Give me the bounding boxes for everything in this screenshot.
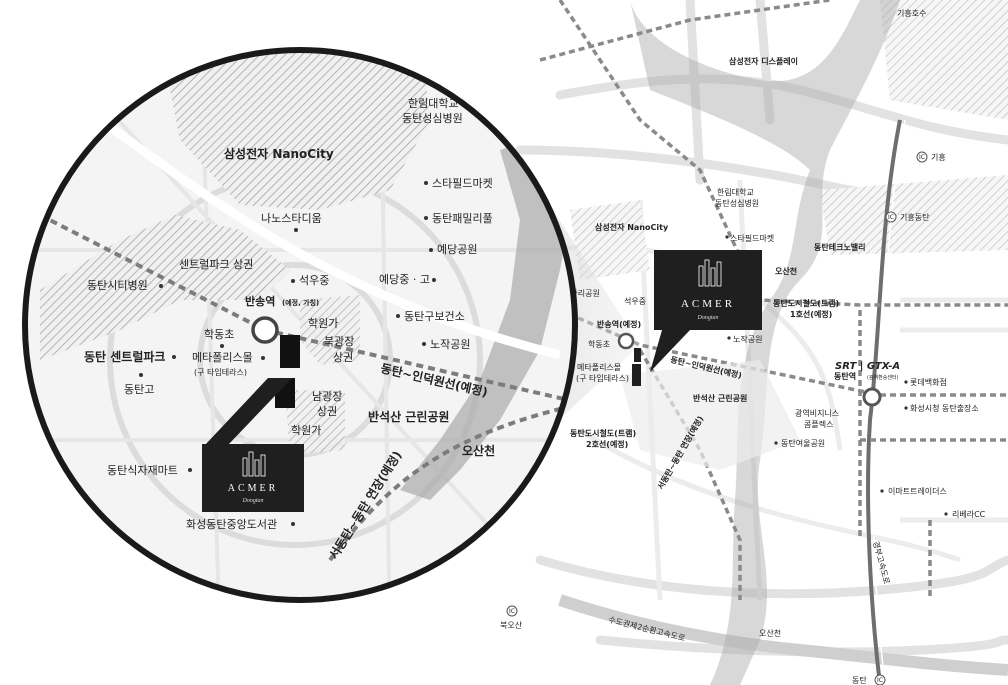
label-lotte: 롯데백화점 — [910, 377, 947, 387]
overview-acmer-name: ACMER — [681, 298, 735, 310]
zoom-label-yedang-park: 예당공원 — [437, 243, 477, 256]
label-ic-giheung: 기흥 — [931, 152, 946, 162]
acmer-script: Dongtan — [242, 498, 264, 504]
label-overview-metapolis-1: 메타폴리스몰 — [577, 363, 621, 372]
zoom-label-central-park: 동탄 센트럴파크 — [84, 349, 165, 364]
label-hallym-1: 한림대학교 — [717, 187, 754, 197]
zoom-namgwangjang-zone — [285, 390, 345, 455]
label-starfield: 스타필드마켓 — [730, 233, 774, 243]
zoom-samsung-zone — [160, 50, 430, 210]
bansong-station-marker — [251, 316, 279, 344]
zoom-label-nanostadium: 나노스타디움 — [261, 212, 322, 225]
zoom-circle: ACMER Dongtan 삼성전자 NanoCity 한림대학교 동탄성심병원… — [22, 47, 578, 603]
zoom-label-central-park-area: 센트럴파크 상권 — [179, 258, 253, 271]
zoom-label-bukgwangjang-2: 상권 — [333, 351, 353, 364]
label-overview-nanocity: 삼성전자 NanoCity — [595, 222, 669, 232]
giheung-zone — [880, 0, 1008, 120]
zoom-label-bukgwangjang-1: 북광장 — [324, 335, 354, 348]
label-overview-hakdong: 학동초 — [588, 339, 610, 349]
label-ic-giheung-dongtan: 기흥동탄 — [900, 212, 930, 222]
label-dongtan-yeoul: 동탄여울공원 — [781, 438, 825, 448]
label-business-2: 콤플렉스 — [804, 419, 833, 429]
label-overview-seokwoo: 석우중 — [624, 296, 646, 306]
zoom-main-road — [67, 96, 562, 360]
zoom-label-namgwangjang-1: 남광장 — [312, 390, 342, 403]
label-osancheon-north: 오산천 — [775, 266, 797, 276]
zoom-central-park-zone — [40, 215, 290, 360]
zoom-label-hakdong: 학동초 — [204, 328, 234, 341]
label-emart: 이마트트레이더스 — [888, 486, 947, 496]
dongtan-techno-valley-zone — [820, 175, 1008, 255]
ic-markers: IC IC IC IC — [506, 151, 928, 685]
zoom-label-osancheon: 오산천 — [462, 443, 495, 458]
label-ic-bukosan: 북오산 — [500, 620, 523, 630]
label-hwaseong-office: 화성시청 동탄출장소 — [910, 403, 979, 413]
srt-gtx-logo: SRT | GTX-A — [835, 361, 900, 372]
label-gaenari-park: 개나리공원 — [563, 288, 600, 298]
zoom-label-bansong: 반송역 — [245, 294, 275, 308]
acmer-logo-icon — [242, 451, 266, 477]
overview-samsung-zone — [570, 200, 650, 280]
zoom-label-metapolis-2: (구 타임테라스) — [194, 368, 247, 377]
zoom-label-dongtan-family: 동탄패밀리풀 — [432, 212, 493, 225]
label-samsung-display: 삼성전자 디스플레이 — [729, 56, 798, 66]
label-riviera: 리베라CC — [952, 510, 986, 519]
svg-text:IC: IC — [509, 608, 515, 615]
svg-text:IC: IC — [888, 214, 894, 221]
zoom-label-hallym-2: 동탄성심병원 — [402, 112, 463, 125]
osan-river — [630, 0, 900, 685]
zoom-label-metapolis-1: 메타폴리스몰 — [192, 351, 253, 364]
label-tram1-2: 1호선(예정) — [790, 309, 832, 319]
overview-rail-lines — [539, 0, 1008, 600]
zoom-label-hallym-1: 한림대학교 — [408, 97, 459, 110]
label-tram2-1: 동탄도시철도(트램) — [570, 428, 636, 438]
svg-text:IC: IC — [877, 677, 883, 684]
overview-bansong-marker — [617, 332, 635, 350]
label-dongtan-station-sub: (광역환승센터) — [867, 374, 899, 381]
zoom-label-hakwonga-2: 학원가 — [291, 424, 321, 437]
acmer-building-north — [280, 335, 300, 368]
label-osancheon-south: 오산천 — [759, 628, 781, 638]
zoom-label-starfield: 스타필드마켓 — [432, 177, 493, 190]
label-ic-dongtan: 동탄 — [852, 675, 867, 685]
label-tram1-1: 동탄도시철도(트램) — [773, 298, 839, 308]
label-hallym-2: 동탄성심병원 — [715, 198, 759, 208]
acmer-name: ACMER — [228, 483, 279, 494]
zoom-label-food-mart: 동탄식자재마트 — [107, 464, 178, 477]
label-tram2-2: 2호선(예정) — [586, 439, 628, 449]
zoom-label-health-center: 동탄구보건소 — [404, 310, 465, 323]
zoom-label-bansong-sub: (예정, 가칭) — [282, 298, 319, 307]
label-techno-valley: 동탄테크노밸리 — [814, 242, 866, 252]
overview-dongtan-station-marker — [862, 387, 882, 407]
label-overview-metapolis-2: (구 타임테라스) — [576, 374, 629, 383]
overview-acmer-marker: ACMER Dongtan — [632, 250, 762, 386]
svg-text:IC: IC — [919, 154, 925, 161]
label-overview-bansong: 반송역(예정) — [597, 319, 641, 329]
zoom-label-hakwonga-1: 학원가 — [308, 317, 338, 330]
zoom-osan-river — [400, 130, 575, 500]
zoom-label-city-hospital: 동탄시티병원 — [87, 279, 148, 292]
zoom-label-seokwoo: 석우중 — [299, 274, 329, 287]
label-overview-nojak: 노작공원 — [733, 334, 762, 344]
zoom-label-library: 화성동탄중앙도서관 — [186, 518, 277, 531]
zoom-circle-border — [22, 47, 578, 603]
overview-acmer-script: Dongtan — [697, 315, 719, 321]
zoom-label-yedang-school: 예당중 · 고 — [379, 273, 430, 286]
zoom-label-nanocity: 삼성전자 NanoCity — [224, 146, 334, 161]
zoom-label-bansuksan: 반석산 근린공원 — [368, 409, 449, 424]
zoom-label-nojak: 노작공원 — [430, 338, 470, 351]
ring-expressway-road — [558, 594, 1008, 676]
label-overview-bansuksan: 반석산 근린공원 — [693, 393, 747, 403]
label-business-1: 광역비지니스 — [795, 408, 839, 418]
label-giheung-lake: 기흥호수 — [897, 8, 926, 18]
label-dongtan-station: 동탄역 — [834, 371, 856, 381]
zoom-bukgwangjang-zone — [300, 295, 360, 365]
acmer-callout: ACMER Dongtan — [202, 378, 304, 512]
zoom-label-dongtan-high: 동탄고 — [124, 383, 154, 396]
zoom-label-namgwangjang-2: 상권 — [317, 405, 337, 418]
